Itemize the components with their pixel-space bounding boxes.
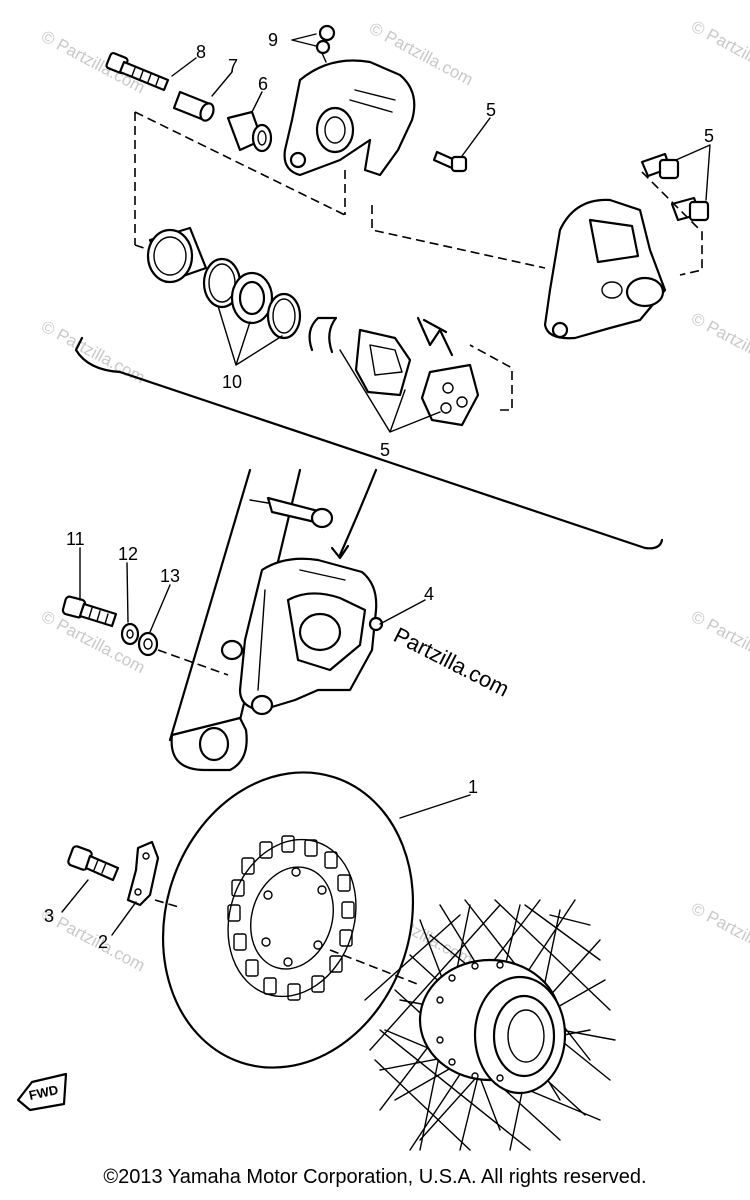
part-bolt-8 [105,52,170,92]
group-bracket [74,336,664,550]
copyright-notice: ©2013 Yamaha Motor Corporation, U.S.A. A… [103,1166,647,1188]
arrow-head [330,544,350,560]
part-piston [146,226,208,284]
callout-labels: 8 7 6 9 5 5 10 5 4 11 12 13 1 3 2 [44,30,714,952]
part-pad-spring [416,316,454,357]
callout-5: 5 [486,100,496,120]
disc-cooling-slots [227,835,355,1001]
part-bolt-3 [67,845,120,882]
callout-1: 1 [468,777,478,797]
watermark: © Partzilla.com [688,607,750,678]
part-wheel-hub [364,899,616,1151]
callout-2: 2 [98,932,108,952]
watermark: © Partzilla.com [688,17,750,88]
part-seal-kit-10 [202,257,302,340]
part-bolt-11 [61,595,118,628]
part-brake-pad [354,328,412,397]
watermark: © Partzilla.com [688,309,750,380]
callout-11: 11 [66,529,85,549]
assembly-line [329,949,421,986]
brand-watermark: Partzilla.com [390,622,514,701]
watermark: © Partzilla.com [38,27,148,98]
assembly-arrow [338,468,378,557]
callout-leaders [61,33,711,936]
callout-3: 3 [44,906,54,926]
part-washer-12 [120,622,140,646]
part-sleeve-7 [172,90,215,122]
part-screw-5 [432,150,468,173]
part-caliper-body-upper [283,59,416,177]
callout-13: 13 [160,566,180,586]
callout-8: 8 [196,42,206,62]
hub-flange-holes [436,961,504,1082]
callout-7: 7 [228,56,238,76]
part-retaining-clip [308,316,338,354]
callout-12: 12 [118,544,138,564]
callout-9: 9 [268,30,278,50]
part-caliper-bracket [543,198,667,340]
part-brake-pad [420,363,480,427]
callout-10: 10 [222,372,242,392]
assembly-line [154,899,183,909]
assembly-line [134,244,513,411]
callout-4: 4 [424,584,434,604]
forward-direction-marker: FWD [16,1072,68,1112]
part-bleeder-9 [315,24,336,63]
part-caliper-assembly [220,557,384,716]
part-boot-6 [226,110,273,153]
part-washer-13 [137,631,159,657]
callout-5: 5 [380,440,390,460]
part-brake-disc [161,771,415,1069]
callout-5: 5 [704,126,714,146]
assembly-line [134,111,546,269]
assembly-line [157,649,229,676]
part-pin-screw-5 [640,152,710,276]
callout-6: 6 [258,74,268,94]
part-lock-plate-2 [126,840,160,907]
forward-direction-label: FWD [28,1082,60,1103]
watermark: © Partzilla.com [688,899,750,970]
disc-bolt-holes [261,867,327,967]
watermark: © Partzilla.com [38,905,148,976]
